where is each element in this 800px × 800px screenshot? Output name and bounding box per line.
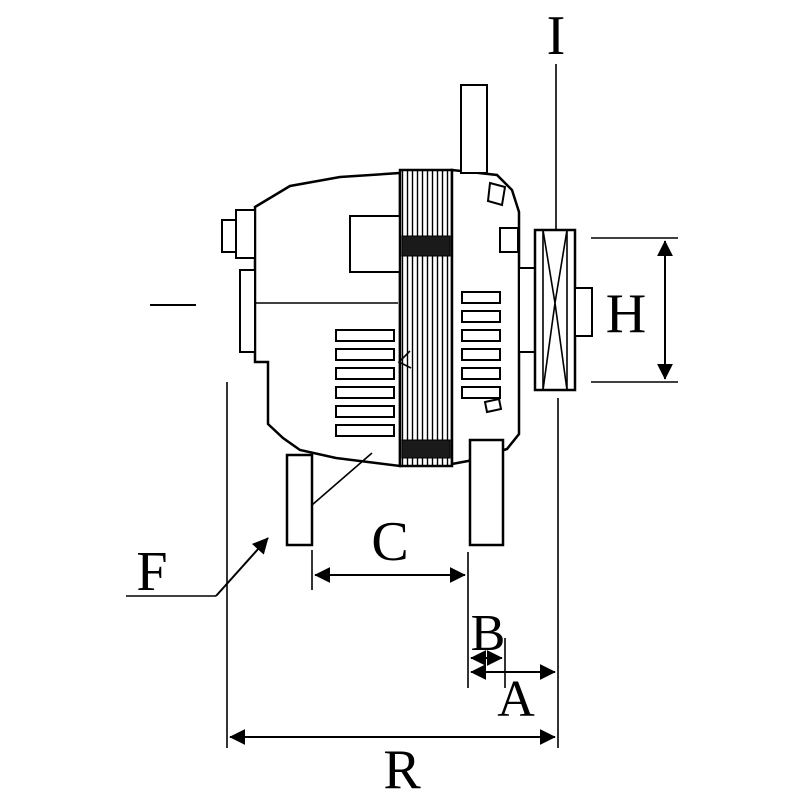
mounting-leg-right: [468, 438, 505, 547]
dim-A: A: [470, 664, 556, 728]
winding-band-bottom: [401, 439, 451, 459]
vent-slot: [335, 367, 395, 380]
dim-B: B: [470, 605, 506, 688]
rear-terminal-block: [235, 209, 256, 259]
rear-terminal-stud: [221, 219, 237, 253]
vent-slots-rear: [335, 329, 395, 437]
vent-slots-front: [461, 291, 501, 399]
dim-label-C: C: [371, 511, 408, 573]
vent-slot: [461, 291, 501, 304]
pulley-v-groove-bottom: [542, 302, 568, 391]
dim-F: F: [126, 537, 269, 603]
front-small-lug: [483, 397, 503, 414]
dim-label-F: F: [136, 541, 167, 603]
vent-slot: [335, 329, 395, 342]
dim-label-B: B: [471, 605, 506, 662]
dim-H: H: [591, 237, 678, 383]
dim-F-leader-arrow: [215, 537, 269, 597]
section-chevron: [397, 350, 412, 369]
dim-label-R: R: [383, 739, 421, 800]
vent-slot: [461, 348, 501, 361]
vent-slot: [335, 424, 395, 437]
dim-R: R: [226, 382, 559, 800]
brush-holder-box: [349, 215, 403, 273]
bearing-boss: [499, 227, 519, 253]
dim-C: C: [311, 511, 469, 688]
leg-brace-line: [311, 452, 373, 506]
vent-slot: [461, 310, 501, 323]
dim-I: I: [547, 5, 566, 231]
terminal-stud-top: [460, 84, 488, 174]
dim-label-H: H: [606, 283, 646, 345]
dim-label-A: A: [497, 671, 535, 728]
stator-laminations: [398, 168, 454, 468]
alternator-drawing: [221, 84, 593, 547]
vent-slot: [461, 329, 501, 342]
rear-left-boss: [239, 269, 256, 353]
vent-slot: [335, 405, 395, 418]
pulley-body: [533, 228, 577, 392]
dim-label-I: I: [547, 5, 566, 67]
vent-slot: [461, 386, 501, 399]
front-housing: [450, 84, 521, 547]
mounting-leg-left: [285, 453, 314, 547]
vent-slot: [335, 386, 395, 399]
stator-core: [397, 168, 454, 468]
winding-band-top: [401, 235, 451, 257]
vent-slot: [335, 348, 395, 361]
pulley-assembly: [518, 228, 593, 392]
shaft-nut: [574, 287, 593, 337]
front-top-lug: [486, 181, 507, 207]
vent-slot: [461, 367, 501, 380]
rear-housing: [221, 171, 403, 547]
shaft-spacer: [518, 267, 536, 353]
